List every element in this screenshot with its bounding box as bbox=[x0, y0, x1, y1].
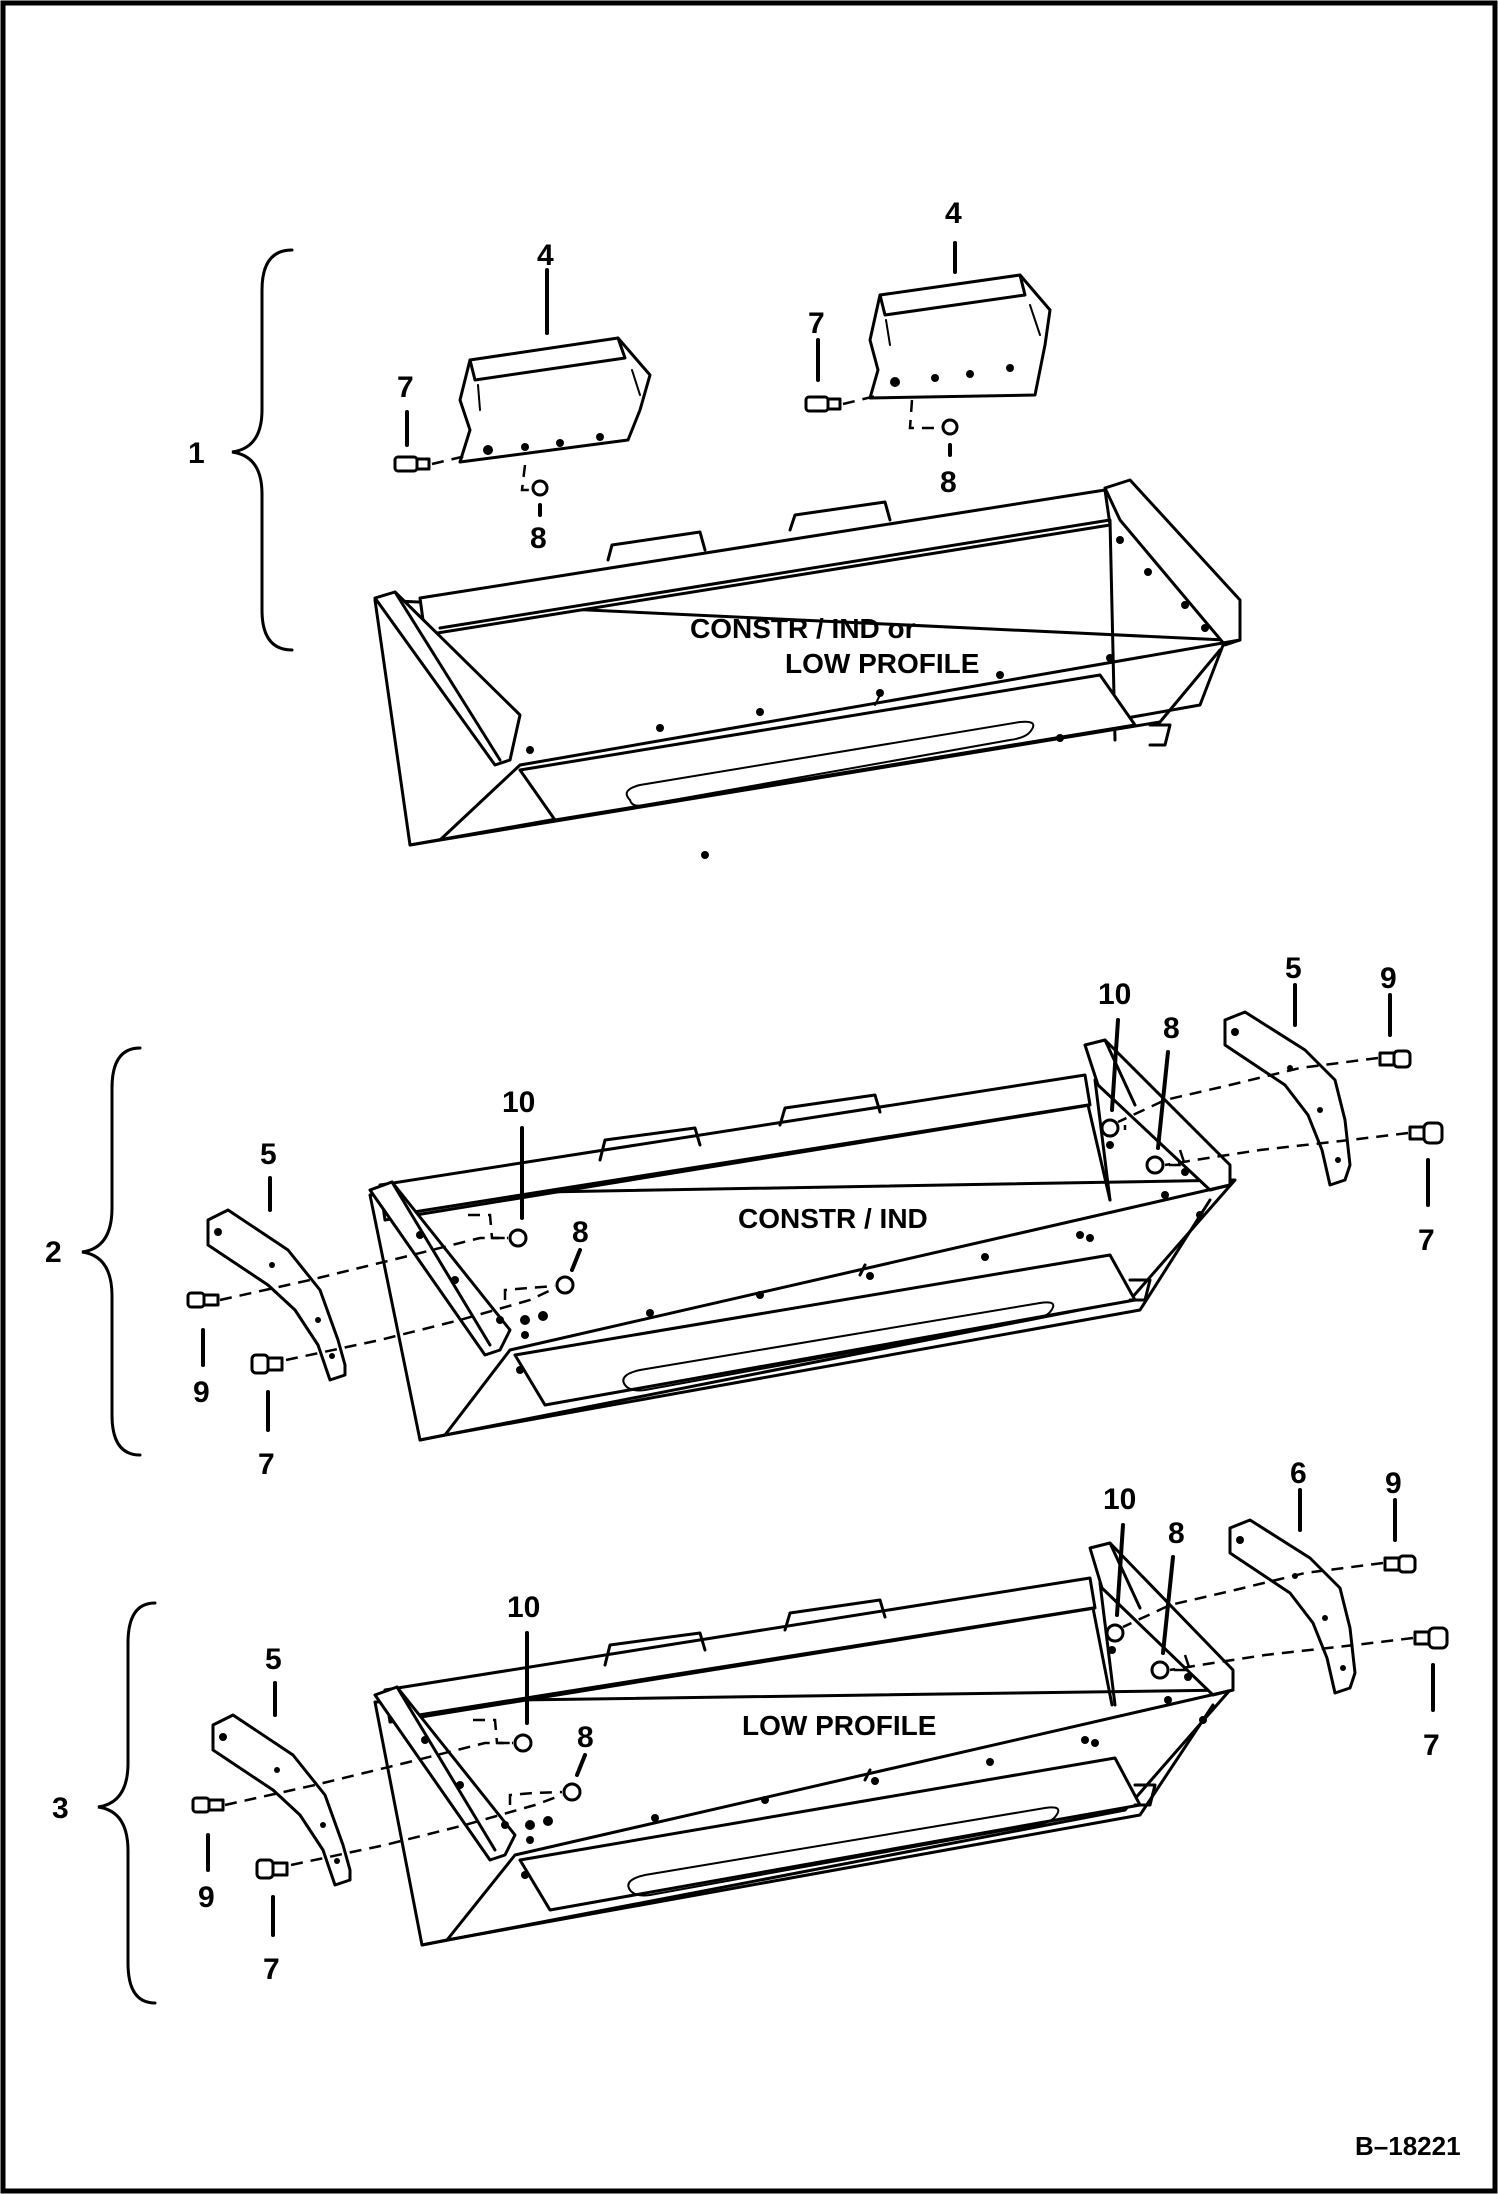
callout-5-right: 5 bbox=[1285, 952, 1302, 985]
nut-10-right bbox=[1100, 1118, 1120, 1138]
part-5-side-plate-left bbox=[206, 1208, 347, 1382]
bolt-7-left bbox=[255, 1858, 289, 1880]
bolt-7-b bbox=[804, 395, 842, 413]
callout-8-b: 8 bbox=[940, 466, 957, 499]
callout-8-right: 8 bbox=[1163, 1012, 1180, 1045]
callout-10-left: 10 bbox=[502, 1086, 535, 1119]
callout-9-left: 9 bbox=[193, 1376, 210, 1409]
bolt-9-right bbox=[1383, 1554, 1417, 1574]
callout-9-right: 9 bbox=[1380, 962, 1397, 995]
part-5-side-plate-right bbox=[1223, 1010, 1352, 1187]
assembly-1: 1 CONSTR / IND or LOW PROFILE bbox=[188, 197, 1242, 859]
bucket-2 bbox=[368, 1038, 1237, 1442]
nut-8-left bbox=[555, 1275, 575, 1295]
nut-8-left bbox=[562, 1782, 582, 1802]
callout-4-left: 4 bbox=[537, 239, 554, 272]
assembly-2: 2 CONSTR / IND bbox=[45, 952, 1444, 1481]
callout-7-right: 7 bbox=[1423, 1729, 1440, 1762]
assembly-2-brace bbox=[81, 1046, 142, 1457]
callout-8-a: 8 bbox=[530, 522, 547, 555]
nut-8-right bbox=[1145, 1155, 1165, 1175]
bucket-1-caption-line1: CONSTR / IND or bbox=[690, 613, 916, 644]
callout-8-left: 8 bbox=[572, 1216, 589, 1249]
nut-8-a bbox=[531, 479, 549, 497]
callout-6-right: 6 bbox=[1290, 1457, 1307, 1490]
callout-7-right: 7 bbox=[1418, 1224, 1435, 1257]
part-6-side-plate-right bbox=[1228, 1518, 1357, 1695]
callout-8-left: 8 bbox=[577, 1721, 594, 1754]
bucket-3 bbox=[373, 1541, 1235, 1947]
bucket-1-caption-line2: LOW PROFILE bbox=[785, 648, 979, 679]
callout-10-right: 10 bbox=[1098, 978, 1131, 1011]
bolt-7-left bbox=[250, 1353, 284, 1375]
callout-9-right: 9 bbox=[1385, 1467, 1402, 1500]
callout-7-a: 7 bbox=[397, 371, 414, 404]
bolt-7-right bbox=[1408, 1121, 1444, 1145]
assembly-1-callout: 1 bbox=[188, 437, 205, 470]
part-4-bracket-left bbox=[458, 336, 652, 464]
callout-7-b: 7 bbox=[808, 307, 825, 340]
bucket-1 bbox=[373, 478, 1242, 859]
callout-5-left: 5 bbox=[260, 1138, 277, 1171]
nut-10-right bbox=[1105, 1623, 1125, 1643]
assembly-2-callout: 2 bbox=[45, 1236, 62, 1269]
nut-8-right bbox=[1150, 1660, 1170, 1680]
assembly-3-brace bbox=[97, 1601, 157, 2005]
callout-7-left: 7 bbox=[258, 1448, 275, 1481]
bolt-7-a bbox=[393, 455, 431, 473]
callout-10-left: 10 bbox=[507, 1591, 540, 1624]
figure-id: B–18221 bbox=[1355, 2131, 1461, 2161]
assembly-1-brace bbox=[231, 248, 294, 652]
bolt-9-right bbox=[1378, 1049, 1412, 1069]
bolt-9-left bbox=[186, 1291, 220, 1309]
callout-10-right: 10 bbox=[1103, 1483, 1136, 1516]
callout-8-right: 8 bbox=[1168, 1517, 1185, 1550]
callout-9-left: 9 bbox=[198, 1881, 215, 1914]
bucket-2-caption: CONSTR / IND bbox=[738, 1203, 928, 1234]
bucket-3-caption: LOW PROFILE bbox=[742, 1710, 936, 1741]
nut-8-b bbox=[941, 418, 959, 436]
callout-5-left: 5 bbox=[265, 1643, 282, 1676]
part-5-side-plate-left bbox=[211, 1713, 352, 1887]
callout-7-left: 7 bbox=[263, 1953, 280, 1986]
nut-10-left bbox=[513, 1733, 533, 1753]
bolt-9-left bbox=[191, 1796, 225, 1814]
assembly-3-callout: 3 bbox=[52, 1792, 69, 1825]
bolt-7-right bbox=[1413, 1626, 1449, 1650]
part-4-bracket-right bbox=[868, 273, 1052, 400]
callout-4-right: 4 bbox=[945, 197, 962, 230]
assembly-3: 3 LOW PROFILE bbox=[52, 1457, 1449, 2005]
nut-10-left bbox=[508, 1228, 528, 1248]
